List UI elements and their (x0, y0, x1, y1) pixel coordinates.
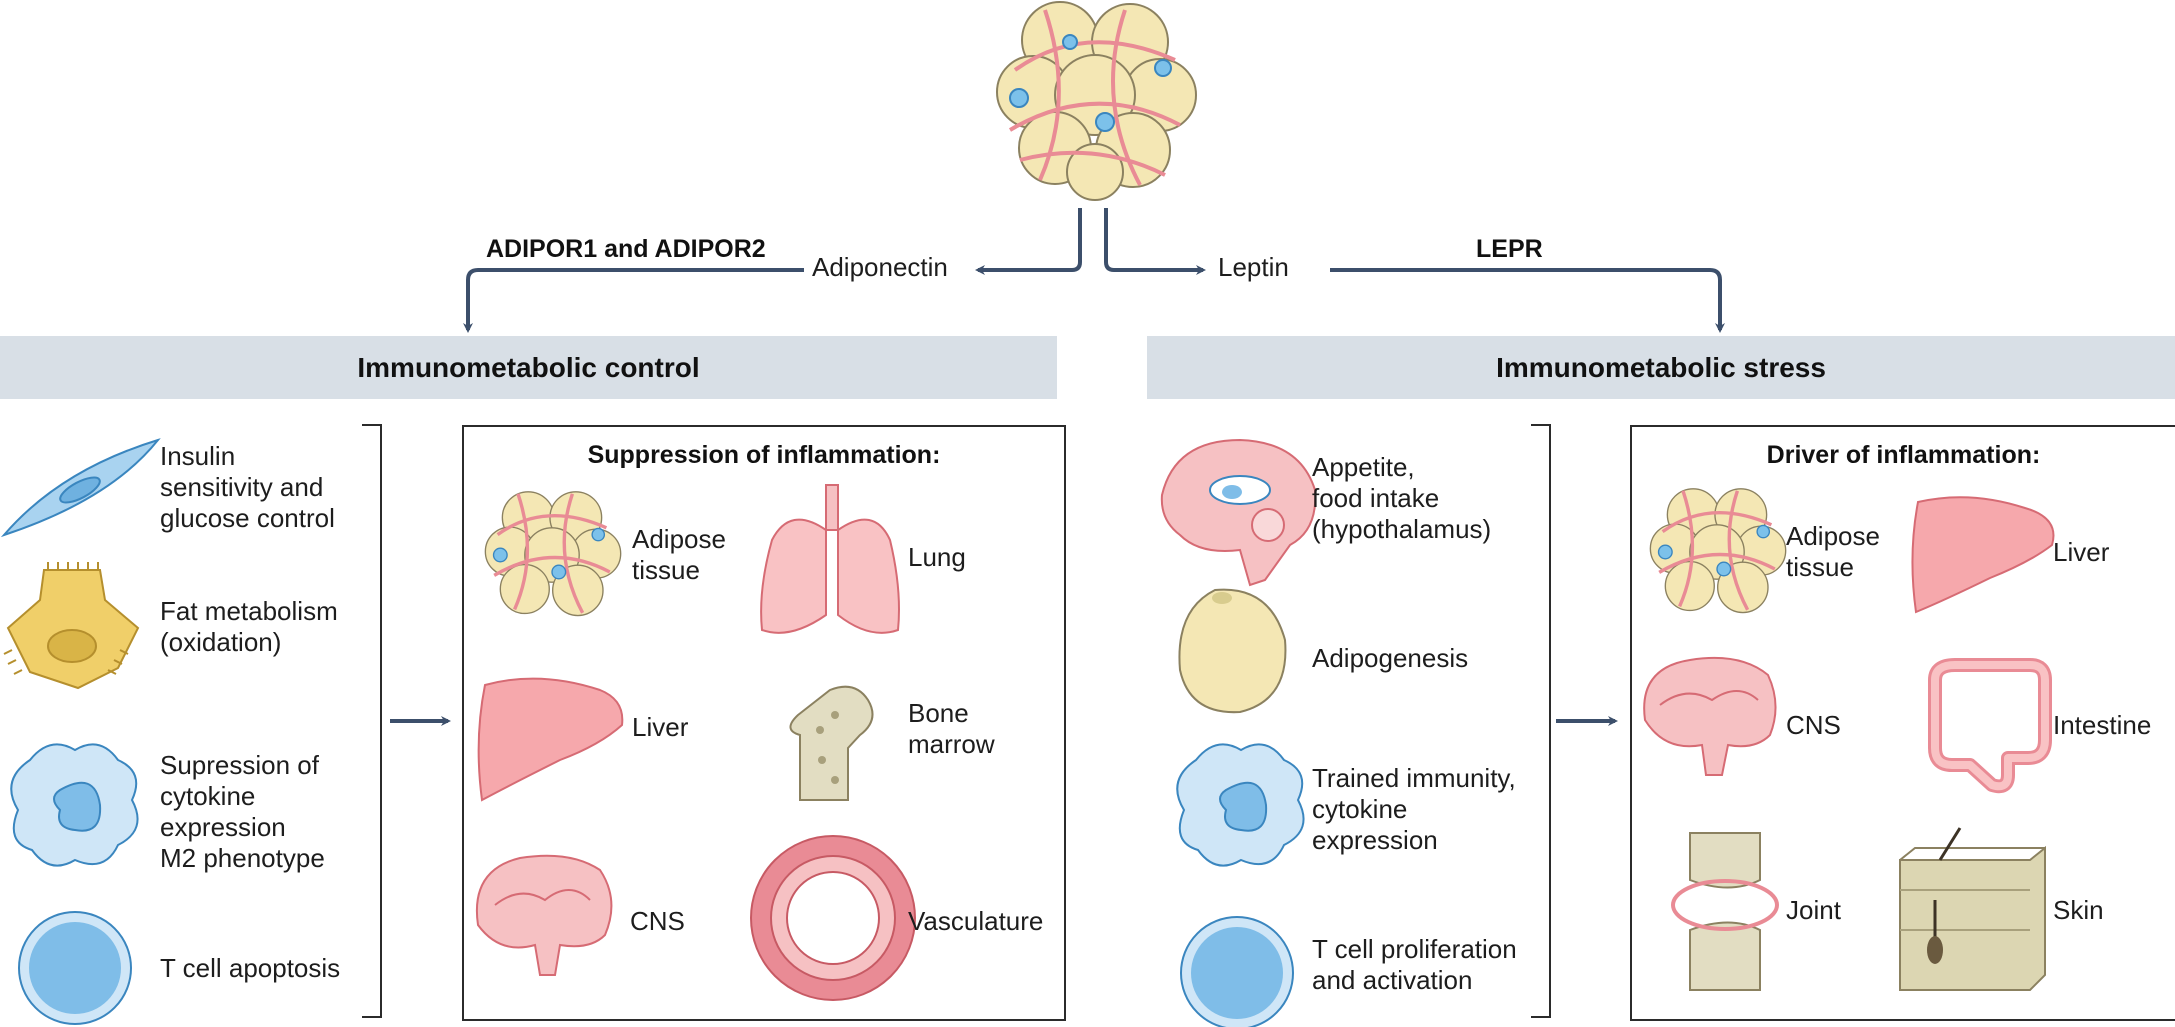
effect-label: Fat metabolism (oxidation) (160, 596, 338, 657)
intestine-icon (1928, 658, 2052, 794)
macrophage-icon (1176, 743, 1305, 867)
adipose-tissue-icon (484, 491, 622, 617)
t-cell-icon (18, 911, 132, 1025)
macrophage-icon (10, 743, 139, 867)
target-label: CNS (1786, 710, 1841, 740)
section-title: Immunometabolic control (357, 351, 700, 383)
effect-label: Trained immunity, cytokine expression (1312, 763, 1516, 855)
target-label: Lung (908, 542, 966, 572)
liver-icon (1911, 496, 2055, 614)
brain-section-icon (1160, 438, 1317, 587)
hepatocyte-icon (3, 562, 140, 690)
effect-label: Insulin sensitivity and glucose control (160, 441, 335, 533)
box-title: Driver of inflammation: (1766, 441, 2041, 469)
vessel-icon (750, 835, 916, 1001)
brain-icon (1643, 656, 1777, 776)
effect-label: Appetite, food intake (hypothalamus) (1312, 452, 1492, 544)
skin-icon (1899, 827, 2046, 991)
effect-label: T cell apoptosis (160, 953, 341, 983)
target-label: Liver (2053, 537, 2110, 567)
immunometabolic-control-header: Immunometabolic control (0, 336, 1057, 399)
t-cell-icon (1180, 916, 1294, 1027)
lepr-receptor-label: LEPR (1476, 235, 1543, 263)
myocyte-icon (0, 438, 161, 538)
target-label: Skin (2053, 895, 2104, 925)
immunometabolic-stress-header: Immunometabolic stress (1147, 336, 2175, 399)
target-label: Liver (632, 712, 689, 742)
liver-icon (477, 677, 624, 802)
target-label: Adipose tissue (1786, 521, 1880, 582)
left-bracket (362, 424, 382, 1018)
adiponectin-arrow (975, 208, 1082, 275)
box-title: Suppression of inflammation: (587, 441, 941, 469)
effect-label: Supression of cytokine expression M2 phe… (160, 750, 325, 873)
brain-icon (475, 854, 613, 976)
target-label: Bone marrow (908, 698, 995, 759)
leptin-label: Leptin (1218, 252, 1289, 282)
adiponectin-label: Adiponectin (812, 252, 948, 282)
target-label: Vasculature (908, 906, 1044, 936)
effect-label: Adipogenesis (1312, 643, 1469, 673)
leptin-arrow (1104, 208, 1206, 275)
lung-icon (760, 484, 900, 634)
adipose-tissue-icon (1649, 488, 1787, 614)
effect-label: T cell proliferation and activation (1312, 934, 1517, 995)
joint-icon (1671, 832, 1779, 991)
target-label: Joint (1786, 895, 1841, 925)
target-label: Adipose tissue (632, 524, 726, 585)
lepr-arrow (1330, 268, 1725, 333)
adipor-arrow (463, 268, 804, 333)
section-title: Immunometabolic stress (1496, 351, 1826, 383)
adipor-receptor-label: ADIPOR1 and ADIPOR2 (486, 235, 766, 263)
target-label: CNS (630, 906, 685, 936)
adipocyte-icon (1178, 588, 1287, 714)
right-bracket (1531, 424, 1551, 1018)
bone-marrow-icon (789, 685, 874, 801)
target-label: Intestine (2053, 710, 2152, 740)
